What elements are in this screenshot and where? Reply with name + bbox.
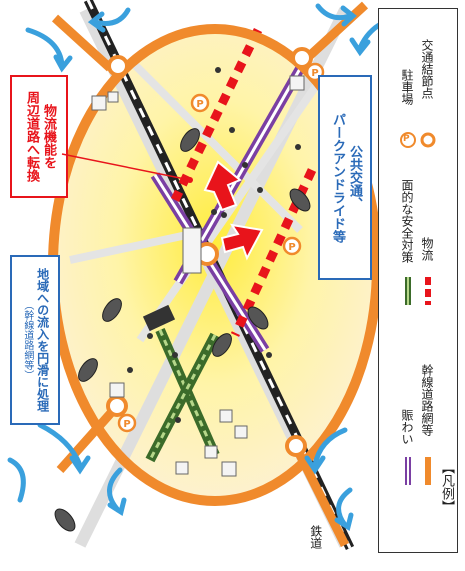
legend-parking-symbol: P: [403, 134, 410, 144]
pedestrians-and-cyclists: [127, 67, 301, 423]
logistics-shift-line-2: 周辺道路へ転換: [24, 91, 39, 182]
legend-swatch-lively: [405, 457, 411, 485]
bus: [142, 304, 176, 332]
legend-label-lively: 賑わい: [400, 409, 414, 445]
logistics-route-2: [230, 168, 317, 337]
public-transport-callout: 公共交通、 パークアンドライド等: [318, 75, 372, 280]
parking-label-4: P: [123, 419, 130, 430]
parking-label-3: P: [288, 242, 295, 253]
parking-label-1: P: [196, 99, 203, 110]
safety-measure-lines: [145, 327, 220, 463]
inflow-line-2: （幹線道路網等）: [21, 300, 33, 380]
public-transport-line-2: パークアンドライド等: [330, 112, 345, 243]
arterial-stub-bottom-left: [56, 402, 122, 473]
railway-label: 鉄道: [308, 525, 323, 549]
legend-label-node: 交通結節点: [420, 39, 434, 99]
inflow-line-1: 地域への流入を円滑に処理: [35, 268, 50, 412]
legend-label-arterial: 幹線道路網等: [420, 364, 434, 436]
logistics-shift-callout: 物流機能を 周辺道路へ転換: [10, 75, 68, 198]
logistics-route-1: [170, 28, 263, 202]
logistics-callout-pointer: [61, 153, 193, 183]
arterial-stub-bottom-right: [290, 442, 350, 548]
legend-label-logistics: 物流: [420, 237, 434, 261]
minor-road-1: [127, 57, 303, 233]
buildings: [91, 75, 305, 477]
legend-label-safety: 面的な安全対策: [400, 179, 414, 263]
parking-markers: [117, 62, 325, 433]
logistics-shift-line-1: 物流機能を: [40, 104, 56, 169]
inflow-callout: 地域への流入を円滑に処理 （幹線道路網等）: [10, 255, 60, 425]
parking-label-2: P: [311, 68, 318, 79]
legend-swatch-logistics: [425, 277, 431, 305]
public-transport-line-1: 公共交通、: [346, 145, 362, 210]
shift-arrow-up: [203, 160, 242, 212]
inflow-arrows: [7, 3, 398, 531]
legend-swatch-safety: [405, 277, 411, 305]
vehicles: [54, 128, 311, 532]
legend-label-parking: 駐車場: [400, 69, 414, 105]
legend-swatch-parking: [400, 132, 416, 148]
arterial-stub-top-left: [51, 14, 114, 72]
arterial-stub-top-right: [301, 1, 369, 64]
legend-swatch-arterial: [425, 457, 431, 485]
legend-swatch-node: [420, 132, 436, 148]
legend-title: 【凡例】: [439, 461, 454, 513]
node-markers: [106, 47, 313, 457]
shift-arrow-down: [220, 223, 264, 261]
legend: 【凡例】 幹線道路網等 賑わい 物流 面的な安全対策 交通結節点 P 駐車場: [378, 8, 458, 553]
minor-road-2: [136, 77, 324, 343]
